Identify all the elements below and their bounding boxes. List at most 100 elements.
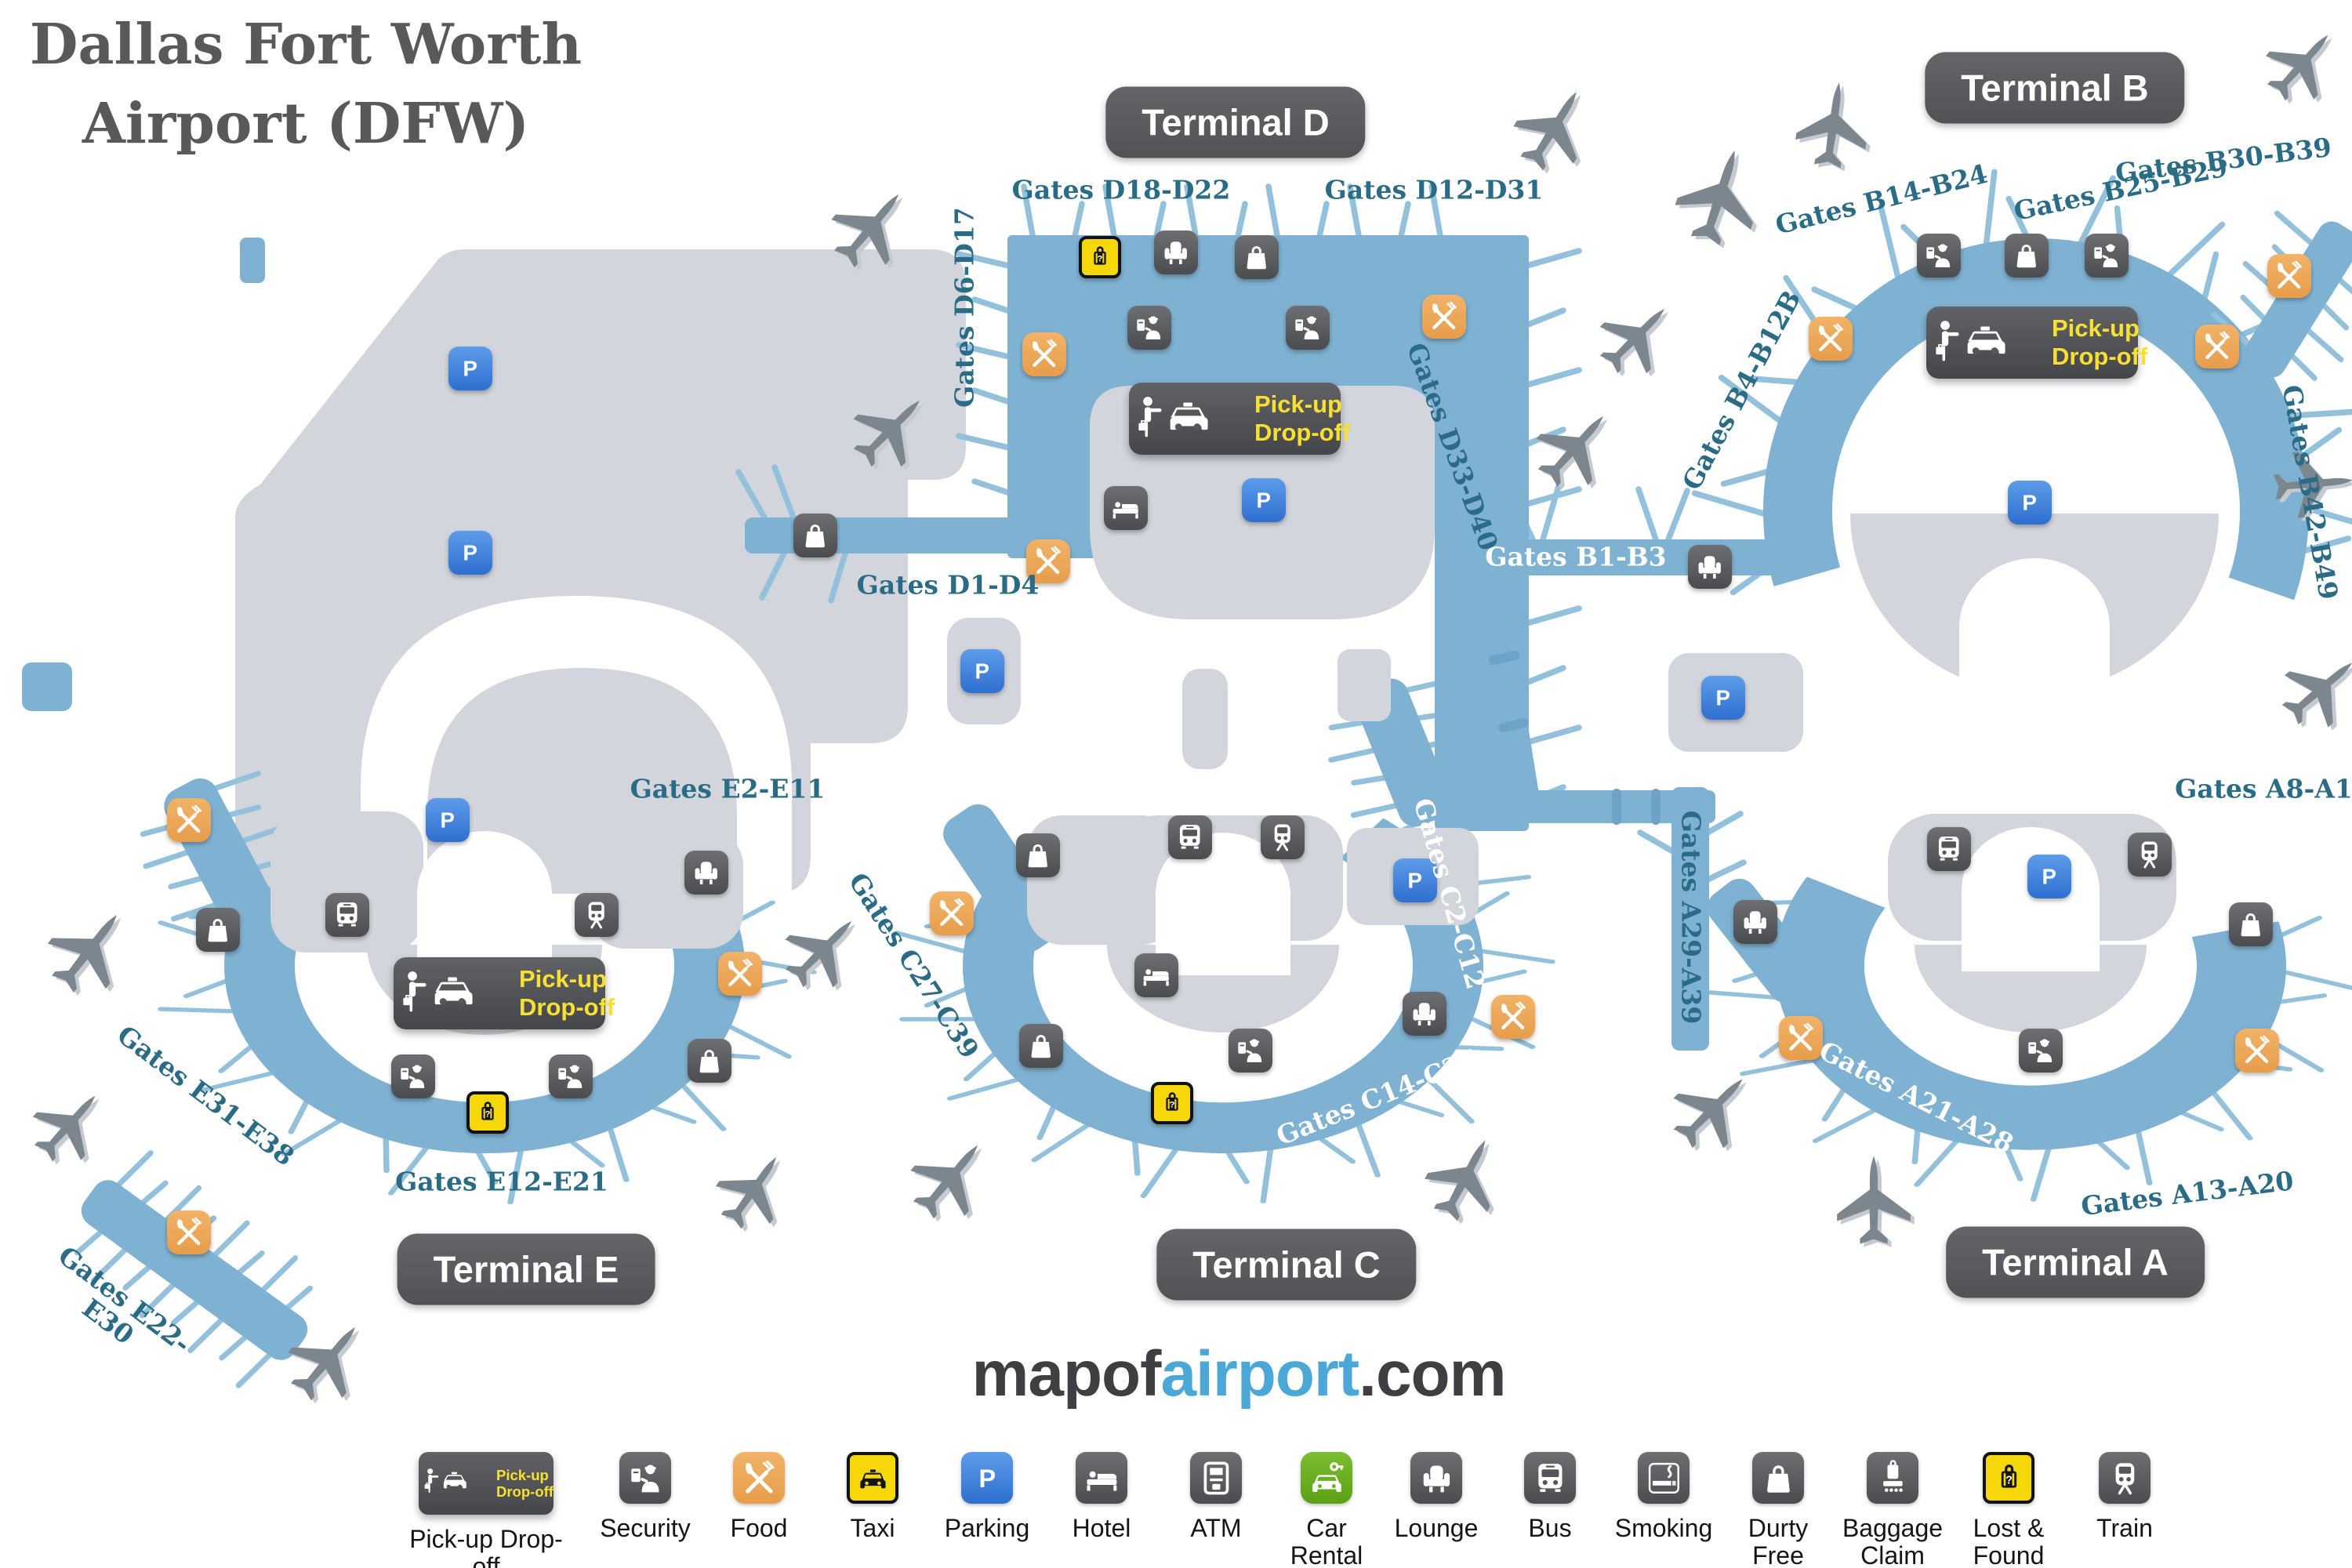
legend-item-lounge: Lounge xyxy=(1377,1452,1495,1542)
food-icon xyxy=(1022,332,1066,376)
parking-icon: P xyxy=(448,531,492,575)
airplane-icon xyxy=(1792,78,1875,172)
airplane-icon xyxy=(1414,1123,1517,1232)
legend-item-lostfound: ? Lost &Found xyxy=(1950,1452,2067,1568)
lostfound-icon: ? xyxy=(1151,1082,1193,1124)
legend-item-taxi: Taxi xyxy=(814,1452,931,1542)
legend-label: Lost &Found xyxy=(1973,1514,2045,1568)
gate-label: Gates D1-D4 xyxy=(856,569,1040,601)
food-icon xyxy=(2267,254,2311,298)
smoking-icon xyxy=(1638,1452,1690,1504)
hotel-icon xyxy=(1076,1452,1127,1504)
gate-label: Gates A8-A11 xyxy=(2175,773,2352,804)
train-icon xyxy=(575,893,619,937)
taxi-pickup-icon xyxy=(1135,393,1250,445)
svg-text:P: P xyxy=(441,808,455,833)
parking-icon: P xyxy=(1393,858,1437,902)
bus-icon xyxy=(1927,827,1971,871)
svg-text:P: P xyxy=(2023,491,2037,515)
taxi-icon xyxy=(847,1452,898,1504)
legend-item-train: Train xyxy=(2066,1452,2183,1542)
svg-text:?: ? xyxy=(485,1110,491,1120)
legend-item-dutyfree: Durty Free xyxy=(1719,1452,1837,1568)
legend-label: Hotel xyxy=(1072,1514,1131,1542)
food-icon xyxy=(1809,317,1853,361)
taxi-pickup-icon xyxy=(400,967,514,1019)
bus-icon xyxy=(1524,1452,1576,1504)
lostfound-icon: ? xyxy=(1983,1452,2034,1504)
logo-suffix: .com xyxy=(1359,1338,1506,1410)
food-icon xyxy=(2235,1029,2279,1073)
svg-text:?: ? xyxy=(1098,255,1103,264)
parking-icon: P xyxy=(1701,676,1745,720)
legend-label: Smoking xyxy=(1614,1514,1713,1542)
security-icon xyxy=(1286,306,1330,350)
logo-accent: airport xyxy=(1160,1338,1359,1410)
airplane-icon xyxy=(770,897,876,1003)
food-icon xyxy=(1779,1016,1823,1060)
svg-text:P: P xyxy=(1408,869,1422,893)
dutyfree-icon xyxy=(688,1039,731,1083)
hotel-icon xyxy=(1134,953,1178,997)
terminal-label-e: Terminal E xyxy=(397,1233,655,1305)
legend-item-bus: Bus xyxy=(1491,1452,1609,1542)
page-title: Dallas Fort Worth Airport (DFW) xyxy=(24,5,588,163)
parking-icon: P xyxy=(961,1452,1013,1504)
legend-item-hotel: Hotel xyxy=(1043,1452,1160,1542)
legend-label: Train xyxy=(2096,1514,2153,1542)
parking-icon: P xyxy=(1242,478,1286,522)
airplane-icon xyxy=(1522,393,1629,502)
parking-icon: P xyxy=(2027,855,2071,898)
svg-text:P: P xyxy=(463,357,477,381)
dutyfree-icon xyxy=(1752,1452,1804,1504)
baggage-icon xyxy=(1867,1452,1918,1504)
svg-text:P: P xyxy=(975,659,989,684)
legend-label: Car Rental xyxy=(1290,1514,1363,1568)
train-icon xyxy=(2128,833,2172,877)
dutyfree-icon xyxy=(2229,902,2273,946)
legend-item-atm: ATM xyxy=(1157,1452,1275,1542)
lounge-icon xyxy=(1403,992,1446,1036)
legend-label: Lounge xyxy=(1394,1514,1479,1542)
gate-label: Gates D6-D17 xyxy=(949,207,980,408)
lostfound-icon: ? xyxy=(466,1091,509,1134)
taxi-pickup-icon xyxy=(423,1466,492,1501)
security-icon xyxy=(619,1452,671,1504)
food-icon xyxy=(718,952,762,996)
terminal-label-b: Terminal B xyxy=(1925,52,2185,124)
svg-text:P: P xyxy=(463,541,477,565)
security-icon xyxy=(2019,1029,2063,1073)
food-icon xyxy=(1026,539,1070,583)
lostfound-icon: ? xyxy=(1079,236,1121,278)
dutyfree-icon xyxy=(1019,1024,1063,1068)
food-icon xyxy=(930,891,974,935)
gate-label: Gates E2-E11 xyxy=(630,773,826,804)
legend-label: ATM xyxy=(1190,1514,1242,1542)
security-icon xyxy=(549,1054,593,1098)
dutyfree-icon xyxy=(196,908,240,952)
lounge-icon xyxy=(684,851,728,895)
food-icon xyxy=(1422,295,1466,339)
gate-label: Gates D12-D31 xyxy=(1324,174,1544,205)
security-icon xyxy=(1229,1029,1272,1073)
svg-text:P: P xyxy=(2042,865,2056,889)
food-icon xyxy=(1491,995,1535,1039)
airplane-icon xyxy=(34,891,147,1007)
dutyfree-icon xyxy=(793,514,837,557)
train-icon xyxy=(1261,815,1305,859)
terminal-label-d: Terminal D xyxy=(1105,86,1366,158)
food-icon xyxy=(733,1452,785,1504)
security-icon xyxy=(1127,306,1171,350)
security-icon xyxy=(391,1054,435,1098)
dutyfree-icon xyxy=(1235,235,1279,279)
gate-label: Gates D18-D22 xyxy=(1011,174,1231,205)
airplane-icon xyxy=(19,1074,120,1175)
airplane-icon xyxy=(2252,13,2352,114)
bus-icon xyxy=(325,893,369,937)
